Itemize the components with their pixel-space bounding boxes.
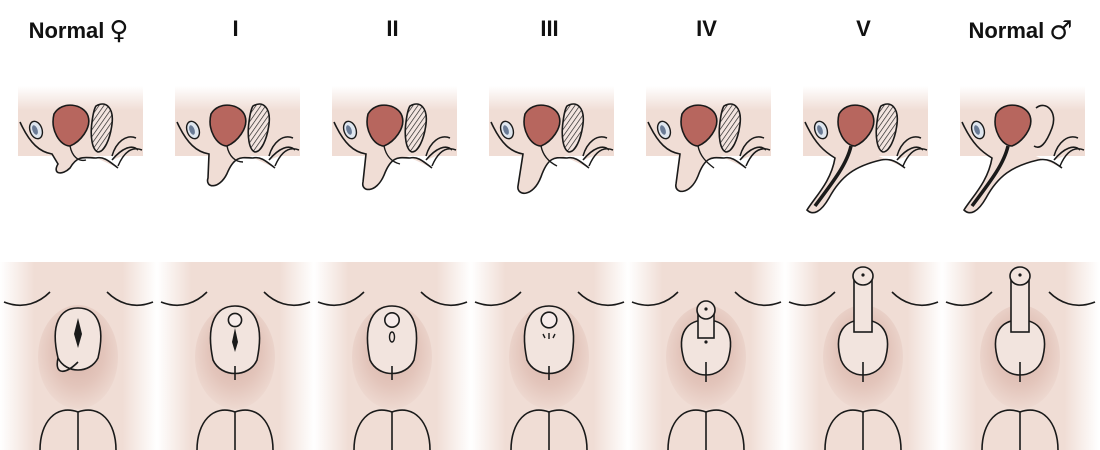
label-stage-3: III [540, 16, 559, 41]
rectum [875, 103, 899, 153]
external-stage-4 [628, 262, 785, 450]
rectum [247, 103, 271, 153]
pubic-bone-inner [32, 125, 38, 135]
urogenital-opening [388, 331, 396, 343]
pubic-bone-inner [974, 125, 980, 135]
meatus [861, 273, 865, 277]
external-stage-2 [314, 262, 471, 450]
buttock-lines [425, 136, 457, 167]
label-normal-male: Normal♂ [968, 16, 1073, 46]
label-stage-1: I [232, 16, 239, 41]
sagittal-stage-1 [157, 72, 314, 222]
thigh-creases [788, 291, 939, 307]
clitoris-enlarged [384, 311, 401, 328]
buttocks-outline [667, 409, 745, 450]
external-normal-male [942, 262, 1099, 450]
pubic-bone-inner [503, 125, 509, 135]
pubic-bone-inner [189, 125, 195, 135]
sagittal-normal-male [942, 72, 1099, 222]
bladder [837, 104, 875, 147]
vaginal-opening [232, 328, 238, 352]
rectum [561, 103, 585, 153]
buttocks-outline [196, 409, 274, 450]
buttock-lines [739, 136, 771, 167]
urogenital-sinus [226, 145, 244, 163]
meatus [704, 307, 708, 311]
male-symbol-icon: ♂ [1049, 16, 1073, 46]
sagittal-stage-2 [314, 72, 471, 222]
thigh-creases [317, 291, 468, 307]
clitoris-enlarged [540, 311, 558, 329]
sagittal-stage-4 [628, 72, 785, 222]
buttock-lines [582, 136, 614, 167]
bladder [209, 104, 247, 147]
external-stage-5 [785, 262, 942, 450]
buttocks-outline [981, 409, 1059, 450]
urethra [970, 145, 1010, 208]
buttock-lines [268, 136, 300, 167]
sagittal-stage-5 [785, 72, 942, 222]
rectum [718, 103, 742, 153]
urogenital-sinus [540, 145, 558, 167]
vulva-opening [74, 318, 82, 348]
labioscrotal-folds [366, 305, 418, 380]
label-stage-2: II [386, 16, 399, 41]
urethra [813, 145, 853, 208]
phallus-shaft [1010, 277, 1030, 333]
external-stage-1 [157, 262, 314, 450]
pubic-bone-inner [346, 125, 352, 135]
bladder [52, 104, 90, 147]
thigh-creases [631, 291, 782, 307]
bladder [366, 104, 404, 147]
external-normal-female [0, 262, 157, 450]
rectum [1033, 104, 1055, 148]
bladder [680, 104, 718, 147]
perineal-opening [704, 340, 708, 344]
thigh-creases [3, 291, 154, 307]
rectum [404, 103, 428, 153]
label-stage-5: V [856, 16, 871, 41]
rectum [90, 103, 114, 153]
sagittal-normal-female [0, 72, 157, 222]
buttock-lines [896, 136, 928, 167]
bladder [994, 104, 1032, 147]
label-stage-4: IV [696, 16, 717, 41]
scrotum [994, 319, 1046, 382]
buttocks-outline [353, 409, 431, 450]
thigh-creases [160, 291, 311, 307]
scrotum [680, 319, 732, 382]
female-symbol-icon: ♀ [109, 16, 129, 46]
bladder [523, 104, 561, 147]
phallus-shaft [853, 277, 873, 333]
buttocks-outline [824, 409, 902, 450]
urogenital-sinus [697, 145, 715, 169]
urogenital-sinus [383, 145, 401, 165]
thigh-creases [945, 291, 1096, 307]
labioscrotal-folds [523, 305, 575, 380]
thigh-creases [474, 291, 625, 307]
pubic-bone-inner [817, 125, 823, 135]
buttocks-outline [39, 409, 117, 450]
buttocks-outline [510, 409, 588, 450]
scrotum [837, 319, 889, 382]
external-stage-3 [471, 262, 628, 450]
buttock-lines [1053, 136, 1085, 167]
clitoris-enlarged [227, 312, 243, 328]
urogenital-opening [542, 333, 556, 339]
buttock-lines [111, 136, 143, 167]
urogenital-sinus [69, 145, 87, 162]
sagittal-stage-3 [471, 72, 628, 222]
meatus [1018, 273, 1022, 277]
pubic-bone-inner [660, 125, 666, 135]
label-normal-female: Normal♀ [28, 16, 129, 46]
